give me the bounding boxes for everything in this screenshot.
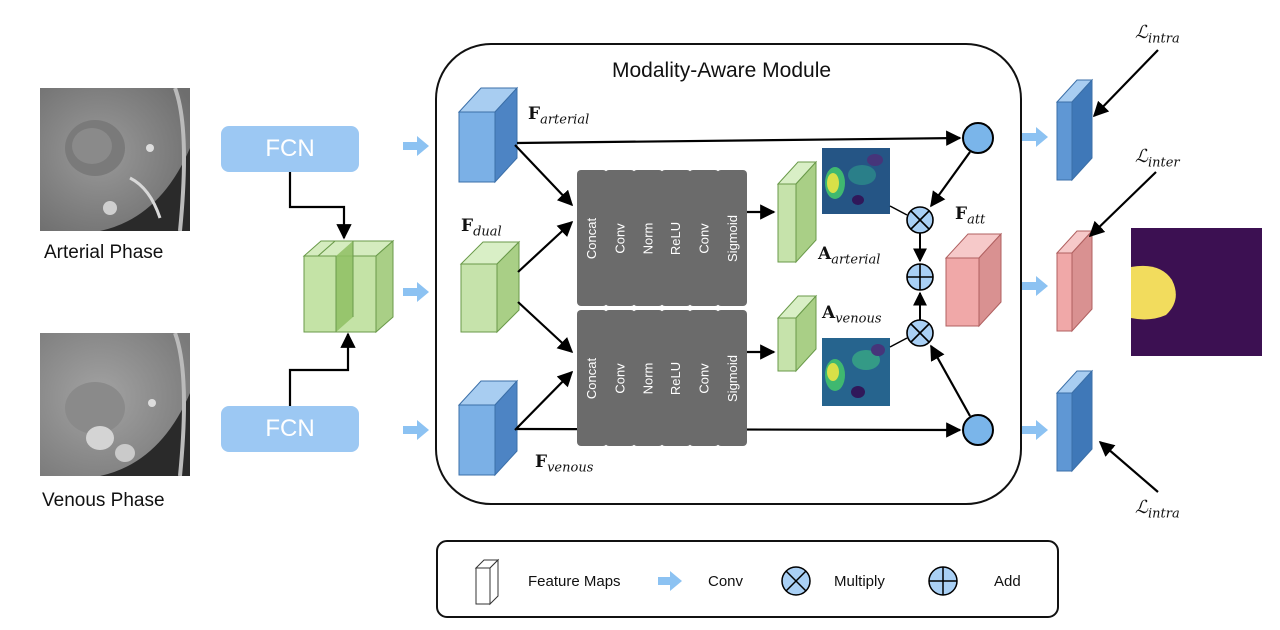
legend-multiply-icon: [781, 566, 811, 596]
concat-feature-cube: [302, 239, 395, 334]
conv-arrow-left-top: [403, 136, 429, 156]
op-bottom-conv-2: Conv: [689, 310, 719, 446]
legend-feature-maps-label: Feature Maps: [528, 573, 621, 590]
legend-feature-maps-icon: [474, 558, 500, 606]
f-dual-cube: [459, 240, 521, 334]
f-arterial-cube: [457, 86, 519, 184]
op-top-relu: ReLU: [661, 170, 691, 306]
op-bottom-conv-1: Conv: [605, 310, 635, 446]
f-att-cube: [944, 232, 1003, 328]
op-top-conv-2: Conv: [689, 170, 719, 306]
f-venous-cube: [457, 379, 519, 477]
a-venous-map: [776, 294, 818, 373]
arterial-phase-caption: Arterial Phase: [44, 242, 164, 263]
loss-intra-bottom: ℒintra: [1135, 497, 1180, 522]
fcn-bottom-label: FCN: [265, 415, 315, 442]
label-f-att: Fatt: [955, 204, 986, 228]
legend-conv-icon: [658, 571, 682, 591]
legend-conv-label: Conv: [708, 573, 744, 590]
module-title: Modality-Aware Module: [612, 59, 832, 82]
output-segmentation-map: [1131, 228, 1262, 356]
label-f-arterial: Farterial: [528, 104, 590, 128]
output-fused-slab: [1055, 229, 1094, 333]
label-a-venous: Avenous: [822, 303, 882, 327]
arterial-attention-heatmap: [822, 148, 890, 214]
conv-arrow-left-bottom: [403, 420, 429, 440]
op-top-conv-1: Conv: [605, 170, 635, 306]
arterial-phase-image: [40, 88, 190, 231]
fcn-top-label: FCN: [265, 135, 315, 162]
conv-arrow-right-middle: [1022, 276, 1048, 296]
output-venous-slab: [1055, 369, 1094, 473]
op-top-sigmoid: Sigmoid: [717, 170, 747, 306]
op-bottom-concat: Concat: [577, 310, 607, 446]
add-icon: [906, 263, 934, 291]
label-f-dual: Fdual: [461, 216, 502, 240]
arterial-pool-node: [962, 122, 994, 154]
legend-multiply-label: Multiply: [834, 573, 885, 590]
a-arterial-map: [776, 160, 818, 264]
op-bottom-norm: Norm: [633, 310, 663, 446]
multiply-top-icon: [906, 206, 934, 234]
conv-arrow-right-bottom: [1022, 420, 1048, 440]
loss-intra-top: ℒintra: [1135, 22, 1180, 47]
loss-inter: ℒinter: [1135, 146, 1180, 171]
output-arterial-slab: [1055, 78, 1094, 182]
modality-aware-module-frame: [435, 43, 1022, 505]
legend-frame: [436, 540, 1059, 618]
legend-add-label: Add: [994, 573, 1021, 590]
multiply-bottom-icon: [906, 319, 934, 347]
legend-add-icon: [928, 566, 958, 596]
conv-arrow-left-middle: [403, 282, 429, 302]
label-a-arterial: Aarterial: [818, 244, 881, 268]
label-f-venous: Fvenous: [535, 452, 594, 476]
fcn-bottom-block: FCN: [221, 406, 359, 452]
op-bottom-relu: ReLU: [661, 310, 691, 446]
op-top-concat: Concat: [577, 170, 607, 306]
venous-phase-caption: Venous Phase: [42, 490, 165, 511]
venous-pool-node: [962, 414, 994, 446]
venous-attention-heatmap: [822, 338, 890, 406]
op-top-norm: Norm: [633, 170, 663, 306]
conv-arrow-right-top: [1022, 127, 1048, 147]
fcn-top-block: FCN: [221, 126, 359, 172]
op-bottom-sigmoid: Sigmoid: [717, 310, 747, 446]
venous-phase-image: [40, 333, 190, 476]
